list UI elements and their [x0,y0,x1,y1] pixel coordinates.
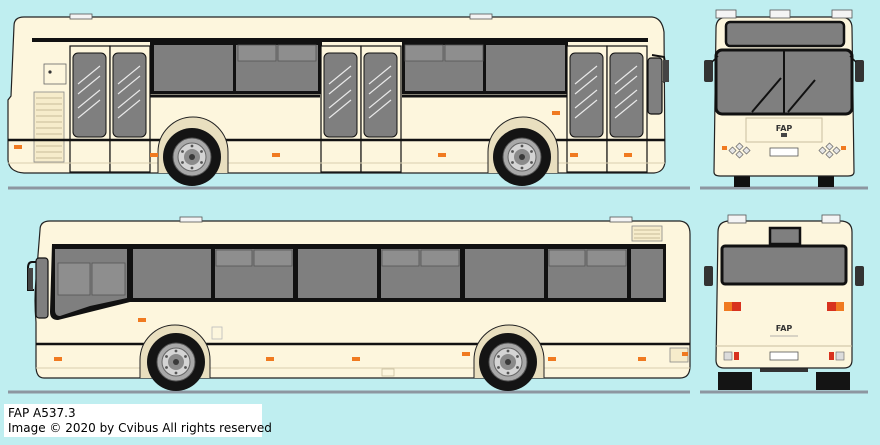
headlights-left [728,142,751,159]
sliding-vent [586,249,627,267]
window-glass [298,249,377,298]
side-marker-lights [14,111,632,157]
tyre-pair [718,372,752,390]
door-rear [69,45,151,173]
tail-lights-right [827,302,844,311]
rear-route-display [768,226,802,246]
tail-lights-left [724,302,741,311]
image-caption: FAP A537.3 Image © 2020 by Cvibus All ri… [4,404,272,437]
sliding-vent [277,44,317,62]
front-plate [769,147,799,157]
side-marker-lights [54,318,688,361]
tyre [734,175,750,187]
rear-wheel [162,127,222,187]
rear-plate [769,351,799,361]
mirror-left [704,266,713,286]
sliding-vent [237,44,277,62]
roof-vent [469,13,493,20]
driver-window [647,57,663,115]
door-middle [320,45,402,173]
roof-grille [631,225,663,242]
mirror-left [704,60,713,82]
tyre [818,175,834,187]
window-glass [465,249,544,298]
roof-vent [609,216,633,223]
caption-model: FAP A537.3 [8,406,76,420]
mirror [663,60,669,82]
mirror [28,268,33,290]
side-view-right [7,13,690,190]
rear-view: FAP [700,214,868,394]
sliding-vent [253,249,293,267]
mirror-arm [27,261,36,291]
sliding-vent [404,44,444,62]
fuel-flap [211,326,223,340]
window-glass [631,249,663,298]
sliding-vent [444,44,484,62]
rear-badge: FAP [776,324,793,333]
rear-window [720,244,848,286]
sliding-vent [57,262,91,296]
mirror-right [855,266,864,286]
driver-window [35,257,49,319]
window-glass [486,45,565,91]
front-badge: FAP [776,124,793,133]
front-wheel [492,127,552,187]
sliding-vent [91,262,126,296]
roof-vent [69,13,93,20]
rear-bumper-shadow [760,366,808,372]
door-front [566,45,648,173]
tyre-pair [816,372,850,390]
sliding-vent [381,249,420,267]
roof-vent [179,216,203,223]
caption-credit: Image © 2020 by Cvibus All rights reserv… [8,421,272,435]
fuel-flap [43,63,67,85]
side-view-left [8,216,691,394]
window-glass [154,45,233,91]
sliding-vent [420,249,460,267]
headlights-right [818,142,841,159]
window-glass [133,249,211,298]
front-wheel [146,332,206,392]
wipers [751,77,816,113]
front-view: FAP [700,9,868,190]
engine-grille [33,91,65,163]
rear-wheel [478,332,538,392]
sliding-vent [215,249,253,267]
mirror-right [855,60,864,82]
sliding-vent [548,249,586,267]
destination-display [724,20,846,48]
